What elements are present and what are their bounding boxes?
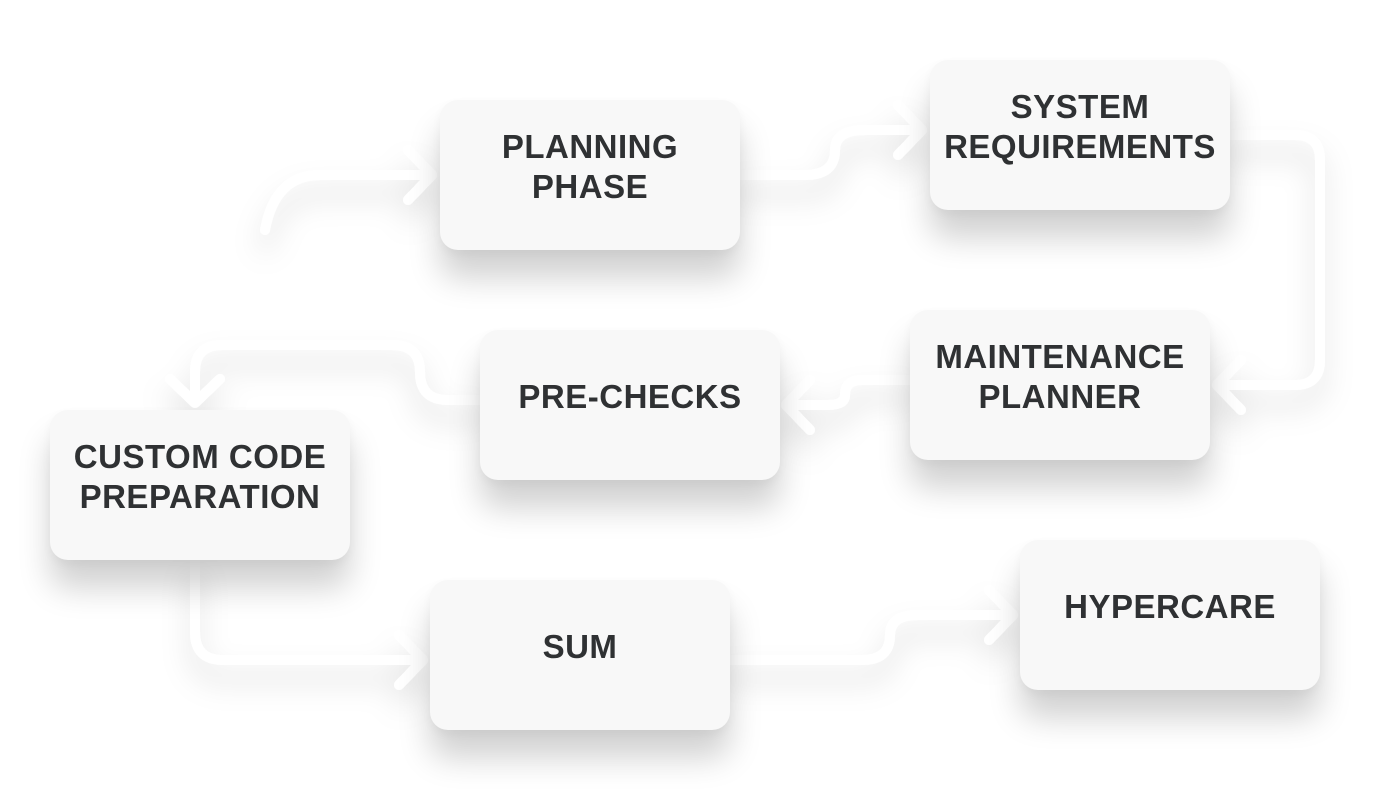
node-label: SYSTEM xyxy=(1010,88,1150,125)
node-custom-code-preparation: CUSTOM CODE PREPARATION xyxy=(50,410,350,560)
node-sum: SUM xyxy=(430,580,730,730)
node-label: CUSTOM CODE xyxy=(73,438,327,475)
node-label: REQUIREMENTS xyxy=(944,128,1216,165)
node-hypercare: HYPERCARE xyxy=(1020,540,1320,690)
node-label: PREPARATION xyxy=(79,478,321,515)
node-label: MAINTENANCE xyxy=(935,338,1185,375)
node-label: HYPERCARE xyxy=(1064,588,1276,625)
connector-maintenance-to-prechecks xyxy=(781,375,915,435)
node-system-requirements: SYSTEM REQUIREMENTS xyxy=(930,60,1230,210)
connector-custom-to-sum xyxy=(190,555,428,690)
node-maintenance-planner: MAINTENANCE PLANNER xyxy=(910,310,1210,460)
node-label: PLANNER xyxy=(978,378,1142,415)
connector-start-to-planning xyxy=(260,145,437,235)
connector-prechecks-to-custom xyxy=(165,340,485,408)
node-pre-checks: PRE-CHECKS xyxy=(480,330,780,480)
node-label: PRE-CHECKS xyxy=(518,378,742,415)
connector-system-to-maintenance xyxy=(1212,130,1325,415)
connector-planning-to-system xyxy=(735,100,927,180)
node-planning-phase: PLANNING PHASE xyxy=(440,100,740,250)
connector-sum-to-hypercare xyxy=(725,585,1018,665)
node-label: PHASE xyxy=(531,168,649,205)
node-label: SUM xyxy=(542,628,618,665)
node-label: PLANNING xyxy=(501,128,679,165)
